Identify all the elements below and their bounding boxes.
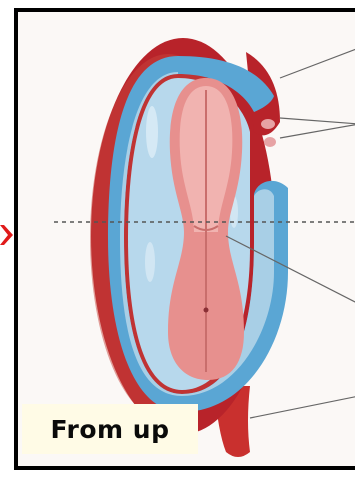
embryo-illustration [18, 12, 355, 470]
leader-line-3 [280, 124, 355, 138]
caption-label: From up [22, 404, 198, 454]
red-arrow-icon [0, 222, 14, 248]
leader-line-5 [250, 396, 355, 418]
leader-line-2 [280, 118, 355, 124]
diagram-panel [14, 8, 355, 470]
leader-line-1 [280, 48, 355, 78]
